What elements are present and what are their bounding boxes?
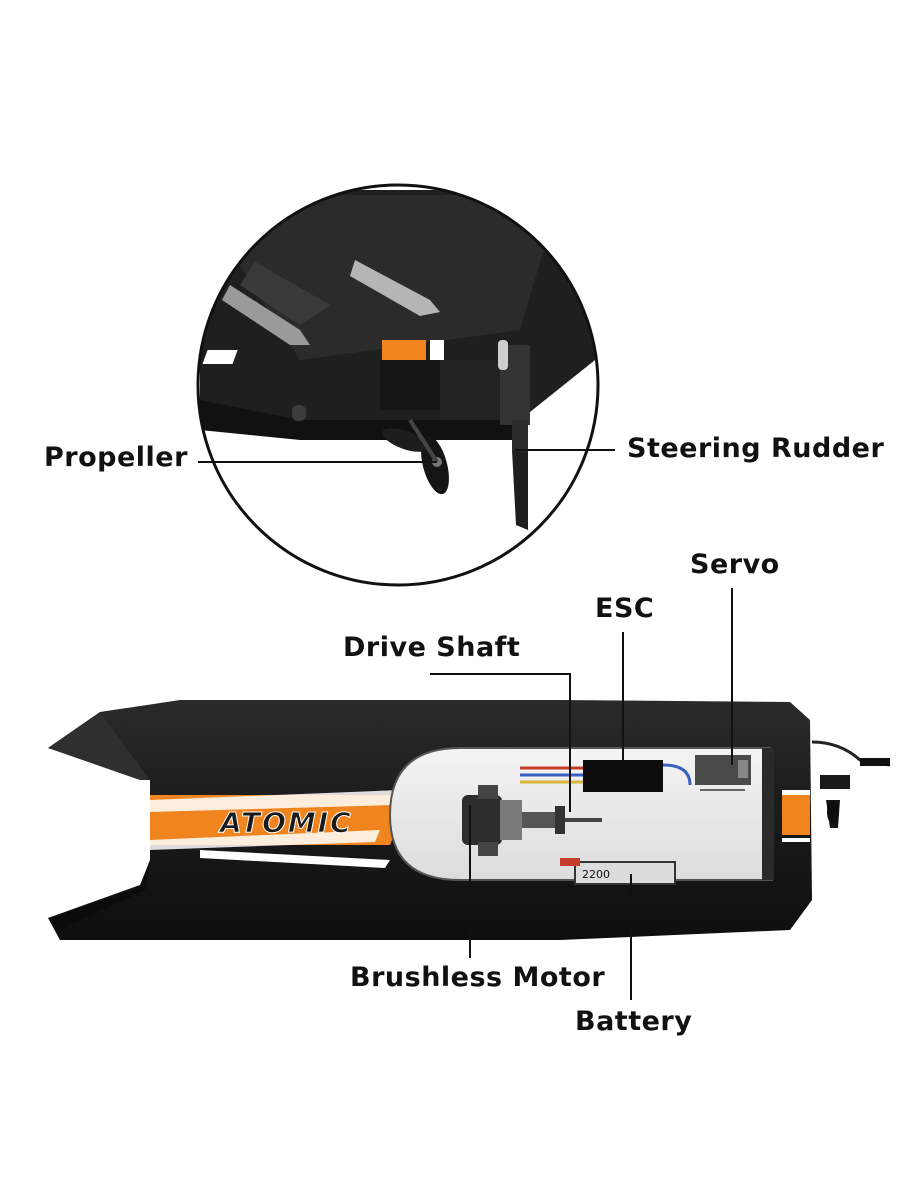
esc-part — [520, 760, 692, 792]
esc-label: ESC — [595, 593, 655, 624]
drive-shaft-part — [522, 806, 602, 834]
steering-rudder-label: Steering Rudder — [627, 433, 885, 464]
stern-detail-view — [196, 183, 600, 587]
servo-part — [695, 755, 751, 791]
leader-lines — [198, 449, 733, 1000]
drive-shaft-leader — [430, 673, 571, 812]
boat-hull-view: ATOMIC — [48, 700, 891, 940]
battery-capacity-text: 2200 — [582, 868, 610, 881]
servo-label: Servo — [690, 549, 780, 580]
battery-label: Battery — [575, 1006, 693, 1037]
brushless-motor-label: Brushless Motor — [350, 962, 606, 993]
drive-shaft-label: Drive Shaft — [343, 632, 521, 663]
brushless-motor-part — [462, 785, 522, 856]
propeller-label: Propeller — [44, 442, 188, 473]
hull-brand-text: ATOMIC — [218, 806, 353, 839]
battery-part: 2200 — [560, 858, 676, 885]
